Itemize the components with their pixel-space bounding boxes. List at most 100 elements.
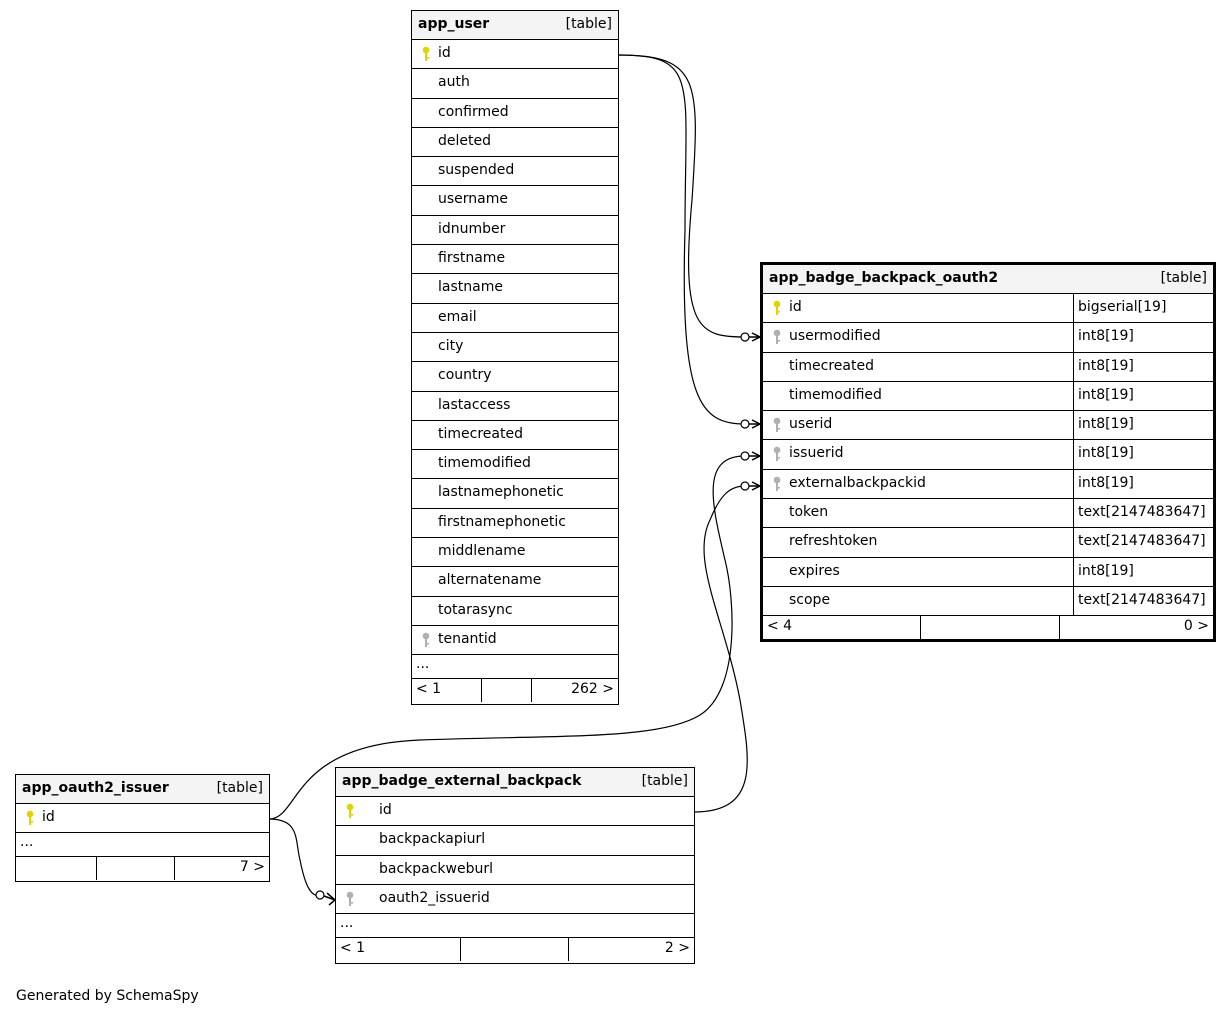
parents-count[interactable]: < 1 xyxy=(340,940,366,957)
column-type: int8[19] xyxy=(1073,381,1213,411)
column-name: middlename xyxy=(438,543,526,560)
column-row[interactable]: scope text[2147483647] xyxy=(763,586,1213,617)
column-name: firstname xyxy=(438,250,506,267)
column-row[interactable]: timemodified int8[19] xyxy=(763,381,1213,412)
crowfoot-circle xyxy=(740,481,750,491)
table-app-oauth2-issuer[interactable]: app_oauth2_issuer [table] id ... 7 > xyxy=(15,774,270,882)
children-count[interactable]: 262 > xyxy=(571,681,614,698)
column-name: backpackapiurl xyxy=(379,831,486,848)
column-row[interactable]: middlename xyxy=(412,538,618,568)
column-row[interactable]: username xyxy=(412,186,618,216)
primary-key-icon xyxy=(346,803,354,819)
foreign-key-icon xyxy=(773,476,781,492)
column-name: id xyxy=(789,299,802,315)
column-row[interactable]: alternatename xyxy=(412,567,618,597)
table-name[interactable]: app_badge_backpack_oauth2 xyxy=(769,270,999,286)
parents-count[interactable]: < 4 xyxy=(767,618,793,635)
crowfoot-circle xyxy=(740,332,750,342)
table-name[interactable]: app_user xyxy=(418,16,490,32)
column-name: timecreated xyxy=(789,357,874,374)
column-row[interactable]: timecreated xyxy=(412,421,618,451)
column-row[interactable]: id xyxy=(336,797,694,827)
column-name: expires xyxy=(789,562,840,579)
column-row[interactable]: backpackweburl xyxy=(336,856,694,885)
column-row[interactable]: id xyxy=(412,40,618,70)
column-row[interactable]: backpackapiurl xyxy=(336,826,694,856)
column-name: firstnamephonetic xyxy=(438,513,566,530)
foreign-key-icon xyxy=(773,329,781,345)
crowfoot xyxy=(749,332,762,342)
children-count[interactable]: 7 > xyxy=(239,859,265,876)
foreign-key-icon xyxy=(773,417,781,433)
column-name: id xyxy=(379,802,392,818)
column-name: timemodified xyxy=(789,386,882,403)
column-row[interactable]: lastaccess xyxy=(412,392,618,421)
ellipsis: ... xyxy=(20,834,34,851)
column-row[interactable]: firstnamephonetic xyxy=(412,509,618,539)
column-row[interactable]: idnumber xyxy=(412,216,618,246)
column-type: text[2147483647] xyxy=(1073,586,1213,616)
column-name: timecreated xyxy=(438,425,523,442)
column-row[interactable]: oauth2_issuerid xyxy=(336,885,694,915)
column-row[interactable]: id xyxy=(16,804,269,834)
column-row[interactable]: confirmed xyxy=(412,99,618,128)
column-row[interactable]: city xyxy=(412,333,618,363)
children-count[interactable]: 2 > xyxy=(664,940,690,957)
foreign-key-icon xyxy=(346,891,354,907)
table-app-badge-external-backpack[interactable]: app_badge_external_backpack [table] id ba… xyxy=(335,767,695,964)
relation-issuer-issuerid xyxy=(268,455,746,820)
column-name: email xyxy=(438,308,477,325)
column-name: refreshtoken xyxy=(789,533,878,550)
column-type: int8[19] xyxy=(1073,440,1213,469)
column-row[interactable]: firstname xyxy=(412,245,618,275)
foreign-key-icon xyxy=(773,446,781,462)
column-name: tenantid xyxy=(438,630,497,647)
column-row[interactable]: deleted xyxy=(412,128,618,158)
table-footer: 7 > xyxy=(16,857,269,881)
children-count[interactable]: 0 > xyxy=(1183,618,1209,635)
column-name: username xyxy=(438,191,508,208)
column-type: int8[19] xyxy=(1073,323,1213,352)
crowfoot-circle xyxy=(740,419,750,429)
column-name: city xyxy=(438,337,464,354)
column-name: scope xyxy=(789,591,831,608)
column-name: externalbackpackid xyxy=(789,474,926,491)
column-name: id xyxy=(438,45,451,61)
column-row[interactable]: lastname xyxy=(412,274,618,304)
primary-key-icon xyxy=(773,300,781,316)
column-row[interactable]: email xyxy=(412,304,618,333)
column-name: idnumber xyxy=(438,220,506,237)
column-row[interactable]: lastnamephonetic xyxy=(412,479,618,509)
column-name: timemodified xyxy=(438,455,531,472)
crowfoot-circle xyxy=(740,451,750,461)
table-name[interactable]: app_badge_external_backpack xyxy=(342,773,582,789)
column-row[interactable]: country xyxy=(412,362,618,392)
table-kind: [table] xyxy=(641,773,688,789)
relation-user-usermodified xyxy=(617,54,746,338)
column-row[interactable]: tenantid xyxy=(412,626,618,656)
column-row[interactable]: suspended xyxy=(412,157,618,187)
table-name[interactable]: app_oauth2_issuer xyxy=(22,780,169,796)
generated-by-label: Generated by SchemaSpy xyxy=(16,988,199,1004)
table-kind: [table] xyxy=(1160,270,1207,286)
column-name: confirmed xyxy=(438,103,509,120)
column-row[interactable]: timemodified xyxy=(412,450,618,480)
column-row[interactable]: totarasync xyxy=(412,597,618,626)
more-columns: ... xyxy=(16,833,269,858)
column-row[interactable]: auth xyxy=(412,69,618,99)
column-name: lastaccess xyxy=(438,396,511,413)
parents-count[interactable]: < 1 xyxy=(416,681,442,698)
crowfoot-circle xyxy=(315,890,325,900)
